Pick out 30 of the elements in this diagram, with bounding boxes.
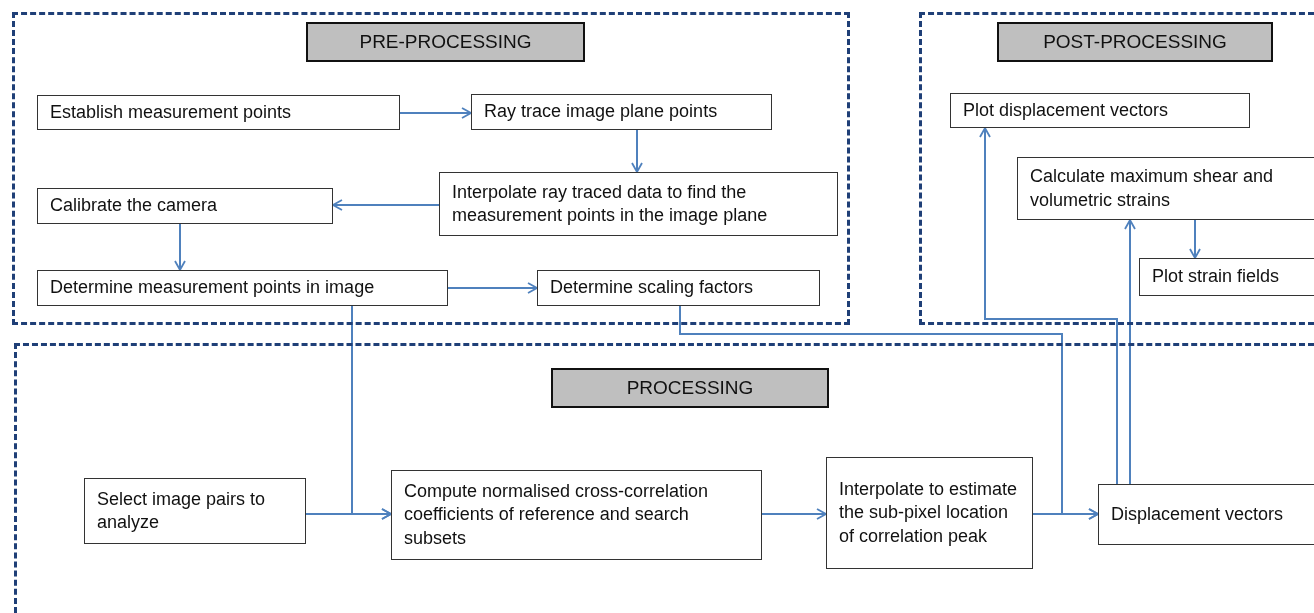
process-box: Calibrate the camera [37, 188, 333, 224]
process-box: Calculate maximum shear and volumetric strains [1017, 157, 1314, 220]
arrow [447, 282, 538, 294]
process-box: Determine measurement points in image [37, 270, 448, 306]
process-box: Select image pairs to analyze [84, 478, 306, 544]
dashed-group-frame [14, 343, 1314, 613]
process-box: Compute normalised cross-correlation coefficients of reference and search subsets [391, 470, 762, 560]
section-header: PRE-PROCESSING [306, 22, 585, 62]
arrow [1189, 219, 1201, 259]
arrow [979, 127, 1118, 485]
dashed-group-frame [12, 12, 850, 325]
section-header: POST-PROCESSING [997, 22, 1273, 62]
arrow [305, 508, 392, 520]
process-box: Ray trace image plane points [471, 94, 772, 130]
section-header: PROCESSING [551, 368, 829, 408]
process-box: Plot strain fields [1139, 258, 1314, 296]
process-box: Establish measurement points [37, 95, 400, 130]
arrow [1124, 219, 1136, 485]
arrow [399, 107, 472, 119]
process-box: Interpolate to estimate the sub-pixel location of correlation peak [826, 457, 1033, 569]
dashed-group-frame [919, 12, 1314, 325]
process-box: Displacement vectors [1098, 484, 1314, 545]
arrow [332, 199, 440, 211]
process-box: Determine scaling factors [537, 270, 820, 306]
arrow [174, 223, 186, 271]
arrow [631, 129, 643, 173]
arrow [761, 508, 827, 520]
process-box: Plot displacement vectors [950, 93, 1250, 128]
arrow [1032, 508, 1099, 520]
process-box: Interpolate ray traced data to find the measurement points in the image plane [439, 172, 838, 236]
